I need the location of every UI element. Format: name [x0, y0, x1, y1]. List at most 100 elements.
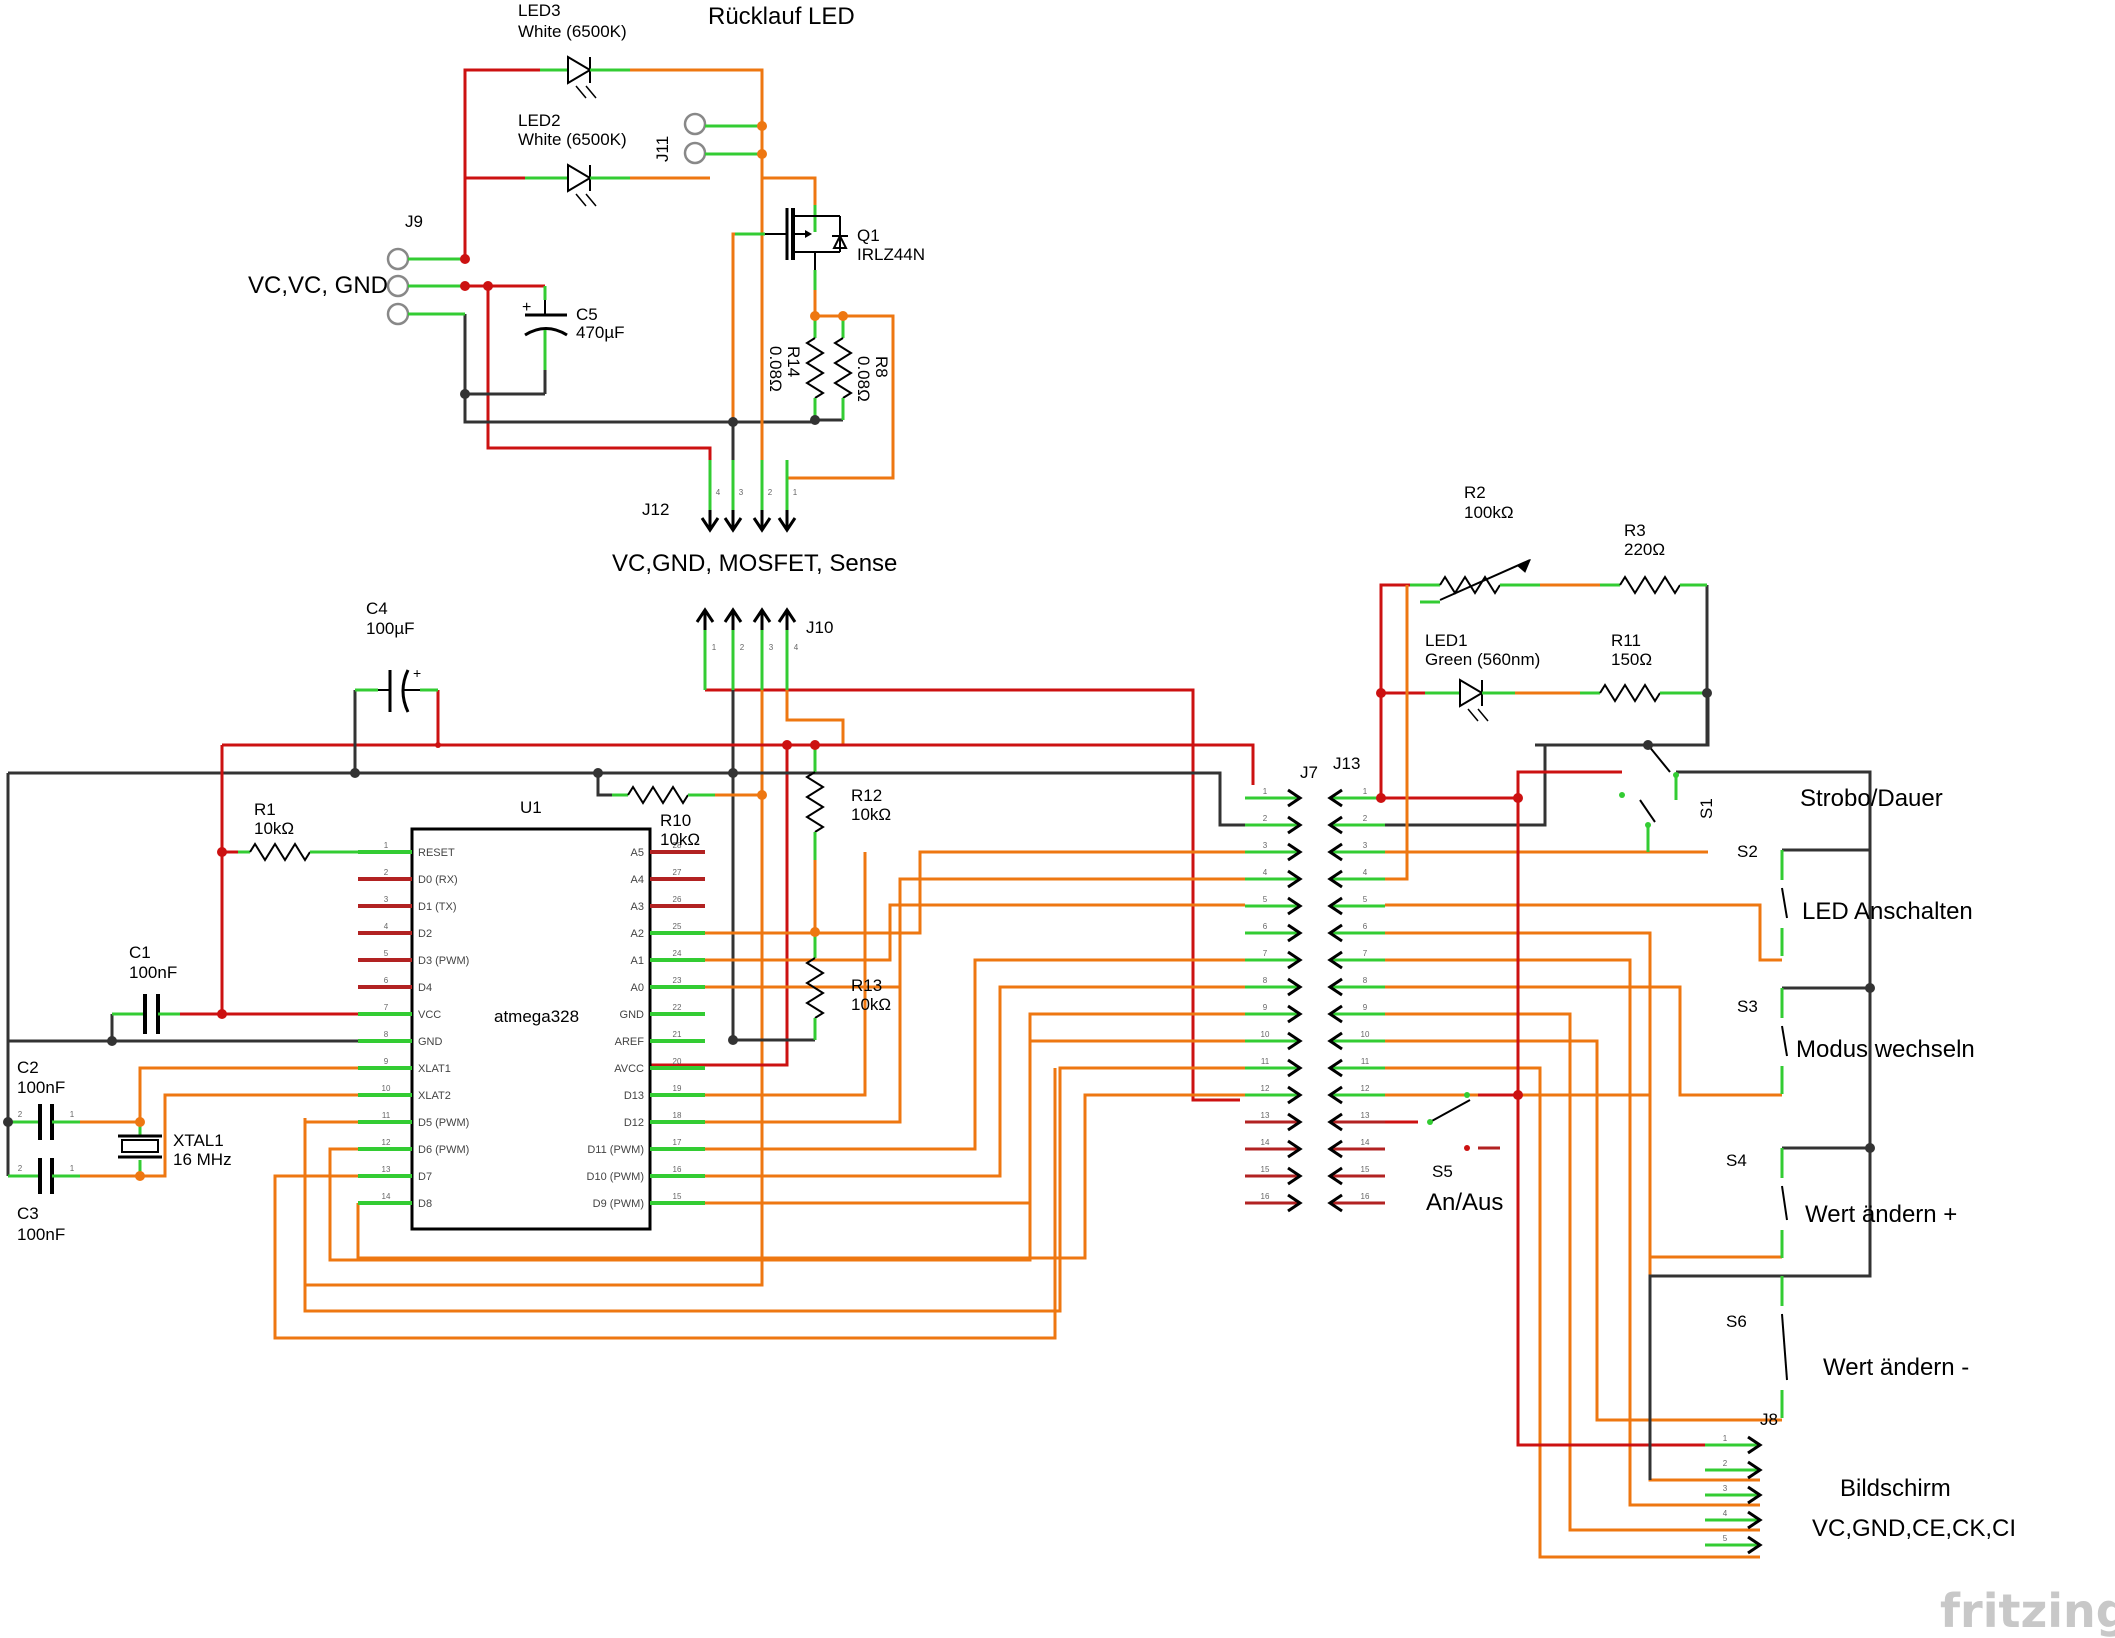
junction-dot	[217, 847, 227, 857]
wire-gnd-bus	[8, 771, 1240, 827]
pin-number: 2	[18, 1110, 23, 1119]
u1-pin-label: AREF	[615, 1036, 645, 1048]
r14-ref: R14	[784, 346, 803, 377]
u1-pin-label: D10 (PWM)	[587, 1171, 644, 1183]
junction-dot	[1513, 793, 1523, 803]
r3-symbol	[1619, 575, 1681, 595]
pin-number: 9	[384, 1057, 389, 1066]
pin-number: 3	[739, 488, 744, 497]
pin-number: 5	[1723, 1534, 1728, 1543]
connector-terminal	[386, 274, 410, 298]
wire-end	[1427, 1119, 1433, 1125]
wire-signal	[705, 852, 867, 1097]
pin-number: 23	[673, 976, 682, 985]
pin-number: 24	[673, 949, 682, 958]
j9-ref: J9	[405, 212, 423, 231]
fritzing-watermark: fritzing	[1940, 1584, 2115, 1638]
s1-ref: S1	[1697, 798, 1716, 819]
led-light-arrow	[575, 193, 587, 207]
junction-dot	[810, 311, 820, 321]
u1-pin-label: D12	[624, 1117, 644, 1129]
u1-pin-label: D1 (TX)	[418, 901, 457, 913]
led-light-arrow	[575, 85, 587, 99]
arrow-head	[1287, 896, 1303, 916]
wire-vcc-r1	[220, 745, 238, 854]
wire-signal	[356, 1093, 1245, 1260]
u1-pin-label: GND	[418, 1036, 443, 1048]
wire-signal	[303, 1066, 1245, 1313]
pin-number: 14	[1261, 1138, 1270, 1147]
wire-vcc-bus	[222, 743, 1255, 785]
pin-number: 8	[1363, 976, 1368, 985]
r12-ref: R12	[851, 786, 882, 805]
wire-end	[1464, 1092, 1470, 1098]
arrow-head	[1747, 1510, 1763, 1530]
pin-number: 21	[673, 1030, 682, 1039]
arrow-head	[1287, 923, 1303, 943]
u1-pin-label: A4	[631, 874, 644, 886]
pin-number: 5	[1363, 895, 1368, 904]
junction-dot	[3, 1117, 13, 1127]
pin-number: 25	[673, 922, 682, 931]
pin-number: 7	[384, 1003, 389, 1012]
junction-dot	[1865, 983, 1875, 993]
r8-val: 0.08Ω	[854, 356, 873, 402]
connector-terminal	[683, 141, 707, 165]
wire	[1385, 1012, 1760, 1532]
pin-number: 9	[1263, 1003, 1268, 1012]
arrow-head	[1327, 842, 1343, 862]
xtal1-ref: XTAL1	[173, 1131, 224, 1150]
wire-end	[1673, 772, 1679, 778]
pin-number: 4	[384, 922, 389, 931]
pin-number: 13	[1361, 1111, 1370, 1120]
wire-s3	[1385, 985, 1782, 1097]
wire-vc-led3	[463, 68, 540, 260]
pushbutton-lever	[1781, 1185, 1788, 1221]
arrow-head	[1287, 815, 1303, 835]
pin-number: 7	[1263, 949, 1268, 958]
pin-number: 27	[673, 868, 682, 877]
r8-ref: R8	[872, 356, 891, 378]
arrow-head	[1287, 1085, 1303, 1105]
u1-pin-label: D11 (PWM)	[587, 1144, 644, 1156]
wire-s6	[1385, 1039, 1782, 1422]
wire-vc-screen	[1516, 798, 1760, 1447]
arrow-head	[1287, 977, 1303, 997]
u1-pin-label: D9 (PWM)	[593, 1198, 644, 1210]
led-light-arrow	[1477, 708, 1489, 722]
pin-number: 1	[1723, 1434, 1728, 1443]
r3-ref: R3	[1624, 521, 1646, 540]
arrow-head	[1327, 1031, 1343, 1051]
j9-func-label: VC,VC, GND	[248, 272, 388, 299]
pin-number: 4	[1263, 868, 1268, 877]
r11-symbol	[1599, 683, 1661, 703]
junction-dot	[107, 1036, 117, 1046]
junction-dot	[728, 417, 738, 427]
led-anschalten-label: LED Anschalten	[1802, 898, 1973, 925]
pin-number: 10	[1361, 1030, 1370, 1039]
arrow-head	[1287, 1193, 1303, 1213]
junction-dots	[3, 121, 1875, 1181]
r10-symbol	[627, 785, 689, 805]
pin-number: 26	[673, 895, 682, 904]
s1-contact	[1639, 799, 1656, 823]
arrow-head	[1327, 977, 1343, 997]
s6-ref: S6	[1726, 1312, 1747, 1331]
pin-number: 22	[673, 1003, 682, 1012]
junction-dot	[728, 768, 738, 778]
pin-number: 8	[1263, 976, 1268, 985]
arrow-head	[1287, 1139, 1303, 1159]
s3-ref: S3	[1737, 997, 1758, 1016]
arrow-head	[1327, 815, 1343, 835]
r3-val: 220Ω	[1624, 540, 1665, 559]
wire-end	[1619, 792, 1625, 798]
connector-terminal	[386, 302, 410, 326]
pin-number: 6	[1263, 922, 1268, 931]
connector-terminal	[386, 247, 410, 271]
junction-dot	[757, 121, 767, 131]
junction-dot	[593, 768, 603, 778]
pin-number: 11	[1361, 1057, 1370, 1066]
pin-number: 8	[384, 1030, 389, 1039]
pin-number: 2	[18, 1164, 23, 1173]
pin-number: 12	[1261, 1084, 1270, 1093]
